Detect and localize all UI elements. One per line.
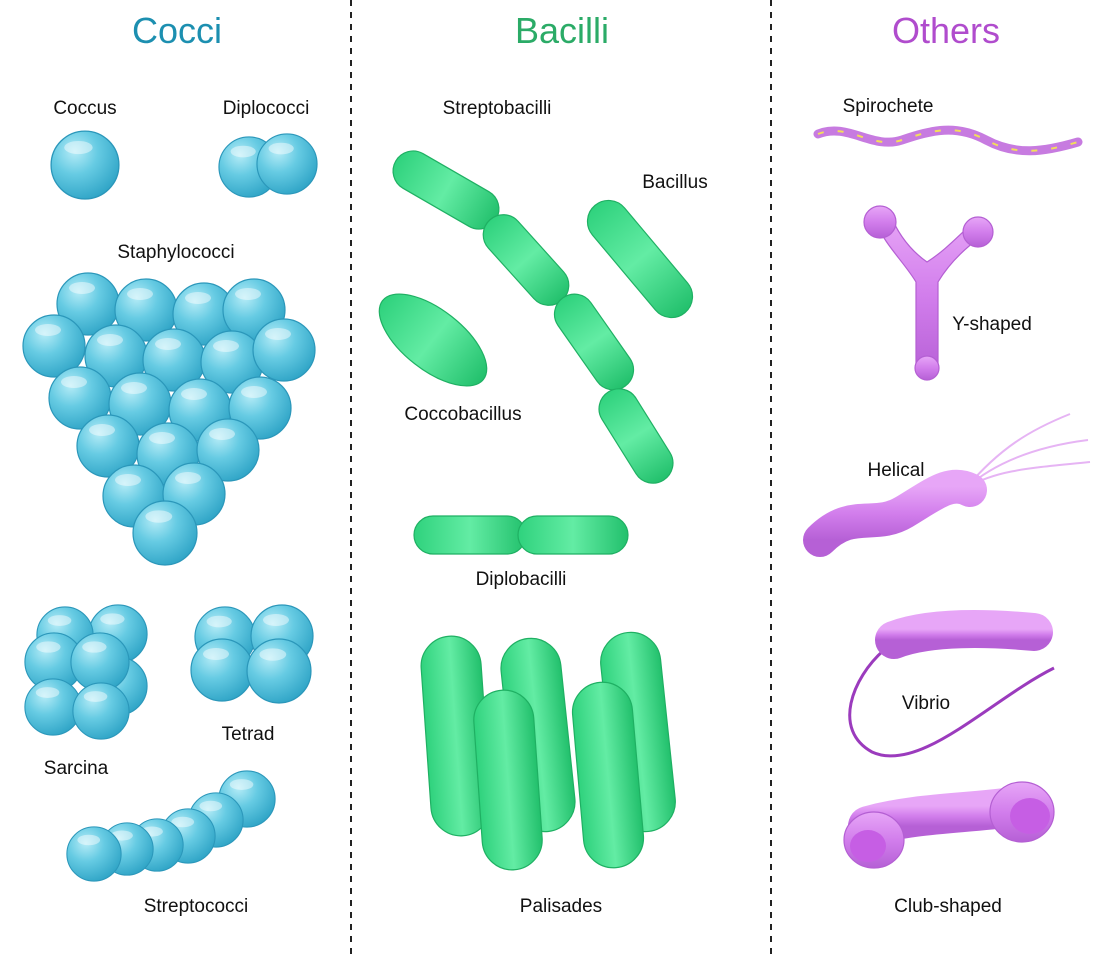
sarcina-label: Sarcina — [44, 758, 109, 779]
diplococci-cells — [219, 134, 317, 197]
staphylococci-label: Staphylococci — [117, 242, 234, 263]
club-shaped-cell — [844, 782, 1054, 868]
cocci-title: Cocci — [132, 10, 222, 51]
streptobacilli-label: Streptobacilli — [443, 98, 552, 119]
coccobacillus-cell — [364, 277, 502, 403]
spirochete-label: Spirochete — [843, 96, 934, 117]
vibrio-cell — [850, 629, 1054, 756]
diplobacilli-label: Diplobacilli — [476, 569, 567, 590]
coccus-cell — [51, 131, 119, 199]
coccobacillus-label: Coccobacillus — [404, 404, 521, 425]
spirochete-cell — [818, 130, 1078, 151]
bacillus-cell — [579, 192, 701, 326]
y-shaped-label: Y-shaped — [952, 314, 1032, 335]
diplococci-label: Diplococci — [223, 98, 310, 119]
diplobacilli-cells — [414, 516, 628, 554]
helical-cell — [820, 414, 1090, 540]
y-shaped-cell — [864, 206, 993, 380]
tetrad-cluster — [191, 605, 313, 703]
streptococci-chain — [67, 771, 275, 881]
bacillus-label: Bacillus — [642, 172, 707, 193]
others-title: Others — [892, 10, 1000, 51]
helical-label: Helical — [867, 460, 924, 481]
staphylococci-cluster — [23, 273, 315, 565]
streptococci-label: Streptococci — [144, 896, 249, 917]
club-shaped-label: Club-shaped — [894, 896, 1002, 917]
vibrio-label: Vibrio — [902, 693, 950, 714]
bacilli-title: Bacilli — [515, 10, 609, 51]
palisades-label: Palisades — [520, 896, 602, 917]
palisades-cells — [419, 629, 678, 871]
tetrad-label: Tetrad — [222, 724, 275, 745]
coccus-label: Coccus — [53, 98, 116, 119]
sarcina-cluster — [25, 605, 147, 739]
